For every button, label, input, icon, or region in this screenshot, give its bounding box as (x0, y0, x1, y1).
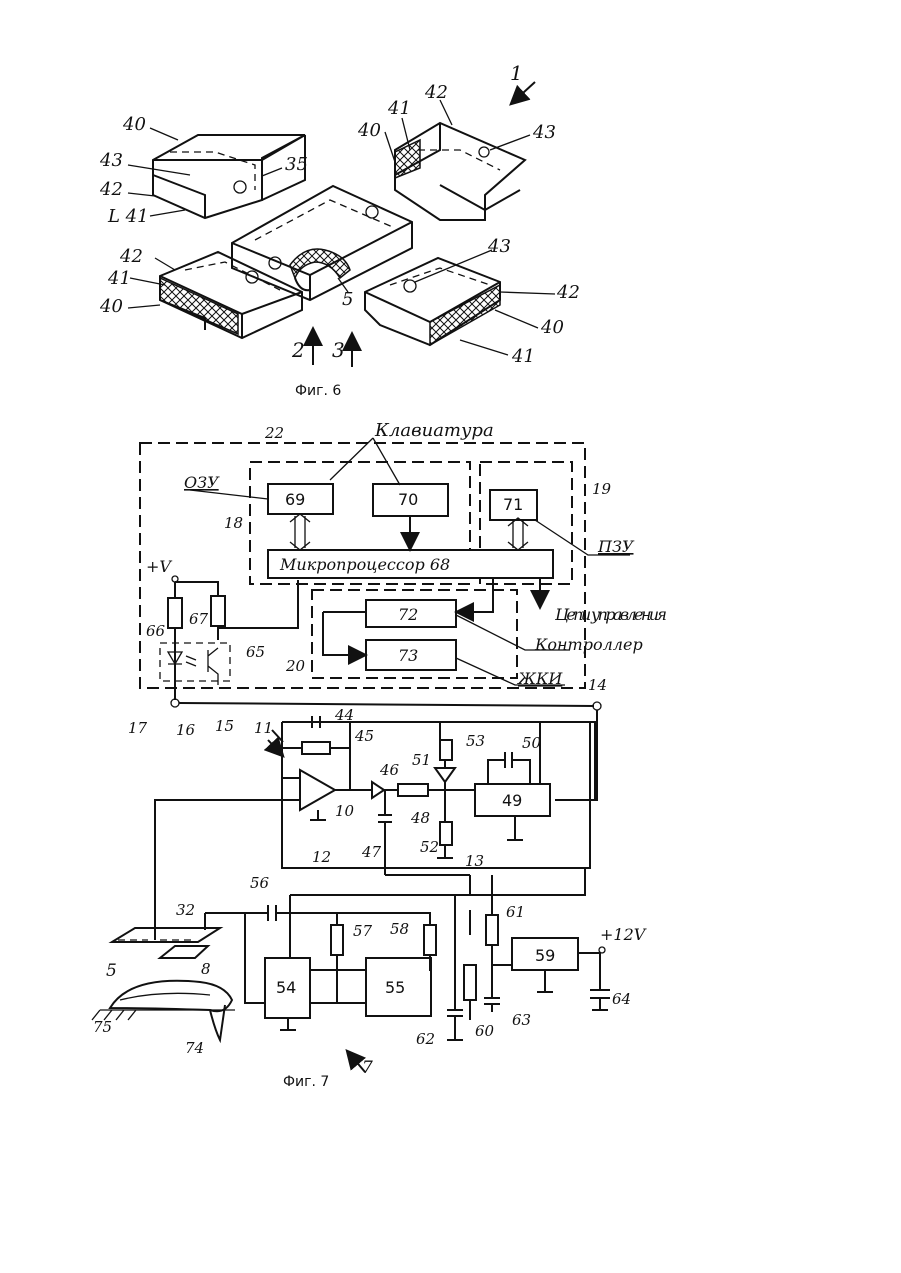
block-49-label: 49 (502, 791, 522, 810)
label-ozu: ОЗУ (184, 473, 220, 492)
figure-6: 40 43 42 L 41 35 41 40 42 43 1 42 41 40 … (99, 61, 580, 399)
num-45: 45 (354, 727, 374, 745)
label-circuits: Цепи управления (554, 605, 667, 624)
num-16: 16 (176, 721, 196, 739)
label-vplus: +V (146, 557, 172, 576)
block-54-label: 54 (276, 978, 296, 997)
label-controller: Контроллер (534, 635, 643, 654)
num-32: 32 (176, 901, 195, 919)
num-46: 46 (379, 761, 400, 779)
num-61: 61 (506, 903, 525, 921)
num-63: 63 (512, 1011, 531, 1029)
label-3: 3 (332, 338, 345, 362)
num-12: 12 (312, 848, 331, 866)
label-35: 35 (285, 154, 308, 175)
label-43a: 43 (99, 150, 123, 171)
block-71-label: 71 (503, 495, 523, 514)
label-40c: 40 (99, 296, 123, 317)
num-15: 15 (215, 717, 234, 735)
label-42c: 42 (119, 246, 143, 267)
num-74: 74 (185, 1039, 204, 1057)
figure-7-caption: Фиг. 7 (283, 1074, 329, 1090)
num-5: 5 (106, 961, 117, 981)
num-50: 50 (522, 734, 542, 752)
part-top-right (395, 123, 525, 220)
label-1: 1 (510, 61, 523, 85)
label-42a: 42 (99, 179, 123, 200)
num-64: 64 (612, 990, 631, 1008)
label-43d: 43 (487, 236, 511, 257)
num-53: 53 (466, 732, 485, 750)
label-pzu: ПЗУ (597, 537, 635, 556)
num-56: 56 (250, 874, 270, 892)
label-41a: L 41 (107, 206, 149, 227)
num-44: 44 (334, 706, 354, 724)
label-43b: 43 (532, 122, 556, 143)
num-22: 22 (264, 424, 284, 442)
num-18: 18 (224, 514, 243, 532)
num-11: 11 (254, 719, 273, 737)
label-5: 5 (342, 289, 353, 310)
block-68-label: Микропроцессор 68 (279, 555, 450, 574)
num-17: 17 (128, 719, 148, 737)
num-47: 47 (361, 843, 382, 861)
num-20: 20 (285, 657, 306, 675)
part-top-left (153, 135, 305, 218)
bus-69-68 (295, 516, 305, 548)
label-v12: +12V (600, 925, 647, 944)
num-66: 66 (146, 622, 166, 640)
label-42b: 42 (424, 82, 448, 103)
num-13: 13 (465, 852, 484, 870)
label-41d: 41 (511, 346, 535, 367)
num-14: 14 (588, 676, 607, 694)
block-59-label: 59 (535, 946, 555, 965)
opamp-10 (300, 770, 335, 810)
num-52: 52 (420, 838, 439, 856)
block-69-label: 69 (285, 490, 305, 509)
label-40b: 40 (357, 120, 381, 141)
num-48: 48 (410, 809, 430, 827)
label-40d: 40 (540, 317, 564, 338)
label-41c: 41 (107, 268, 131, 289)
block-72-label: 72 (398, 605, 418, 624)
label-42d: 42 (556, 282, 580, 303)
num-65: 65 (246, 643, 265, 661)
num-58: 58 (390, 920, 409, 938)
label-40a: 40 (122, 114, 146, 135)
label-41b: 41 (387, 98, 411, 119)
label-keyboard: Клавиатура (374, 420, 494, 441)
num-57: 57 (353, 922, 373, 940)
figure-7: 69 70 71 Микропроцессор 68 72 73 (92, 420, 667, 1090)
num-51: 51 (412, 751, 431, 769)
block-55-label: 55 (385, 978, 405, 997)
block-70-label: 70 (398, 490, 418, 509)
num-19: 19 (592, 480, 612, 498)
num-60: 60 (475, 1022, 495, 1040)
num-7: 7 (362, 1058, 373, 1078)
block-73-label: 73 (398, 646, 418, 665)
num-62: 62 (416, 1030, 435, 1048)
part-bottom-right (365, 258, 500, 345)
label-2: 2 (291, 338, 305, 362)
figure-6-caption: Фиг. 6 (295, 383, 341, 399)
label-lcd: ЖКИ (517, 669, 563, 688)
num-8: 8 (201, 960, 211, 978)
num-75: 75 (93, 1018, 112, 1036)
num-10: 10 (335, 802, 355, 820)
num-67: 67 (189, 610, 209, 628)
